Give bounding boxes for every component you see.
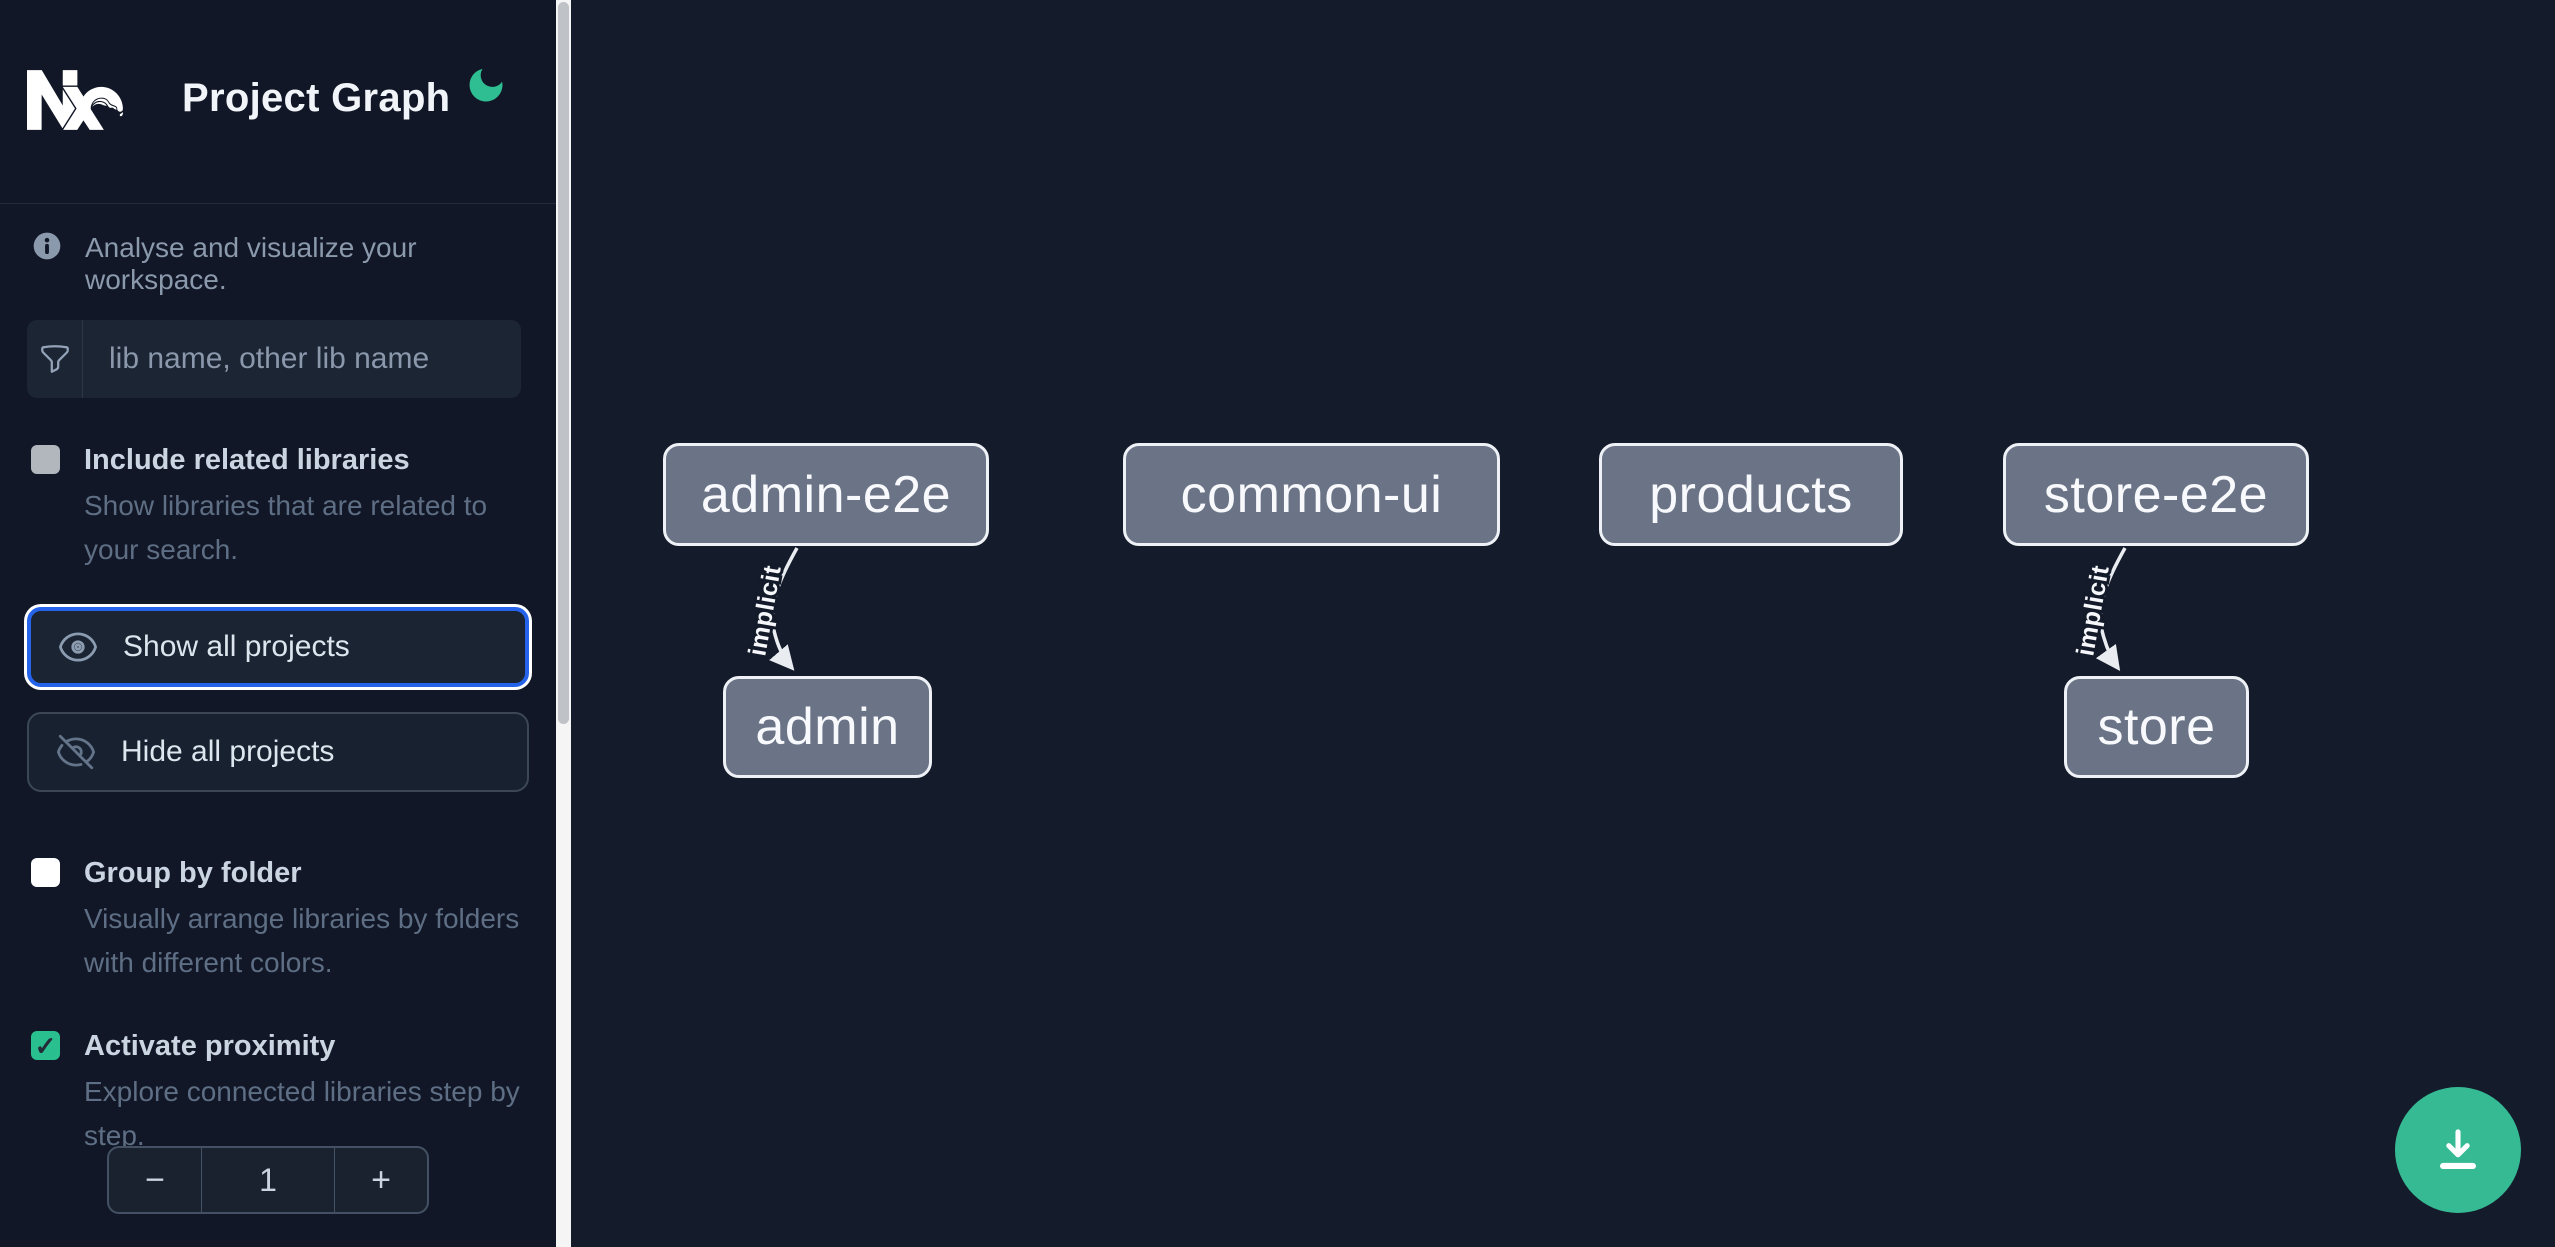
option-include-related: Include related libraries Show libraries… bbox=[31, 442, 531, 572]
graph-node-admin[interactable]: admin bbox=[723, 676, 932, 778]
show-all-projects-label: Show all projects bbox=[123, 630, 350, 663]
option-group-by-folder: Group by folder Visually arrange librari… bbox=[31, 855, 531, 985]
edge-store-e2e-store bbox=[2095, 547, 2127, 671]
include-related-checkbox[interactable] bbox=[31, 445, 60, 474]
show-all-projects-button[interactable]: Show all projects bbox=[27, 607, 529, 687]
option-label: Group by folder bbox=[84, 857, 302, 889]
nx-logo bbox=[27, 70, 124, 130]
funnel-icon bbox=[27, 320, 83, 398]
graph-node-products[interactable]: products bbox=[1599, 443, 1903, 546]
proximity-depth-stepper: − 1 + bbox=[107, 1146, 429, 1214]
edge-label-implicit: implicit bbox=[743, 563, 786, 658]
download-icon bbox=[2439, 1129, 2477, 1169]
sidebar: Project Graph Analyse and visualize your… bbox=[0, 0, 556, 1247]
filter-box bbox=[27, 320, 521, 398]
increment-button[interactable]: + bbox=[335, 1148, 427, 1212]
page-title: Project Graph bbox=[182, 76, 451, 120]
edge-label-implicit: implicit bbox=[2071, 563, 2114, 658]
option-label: Activate proximity bbox=[84, 1030, 336, 1062]
activate-proximity-checkbox[interactable]: ✓ bbox=[31, 1031, 60, 1060]
option-description: Visually arrange libraries by folders wi… bbox=[84, 903, 520, 978]
sidebar-scrollbar-thumb[interactable] bbox=[558, 2, 569, 724]
stepper-value: 1 bbox=[201, 1148, 335, 1212]
sidebar-scrollbar-track bbox=[556, 0, 571, 1247]
theme-toggle-button[interactable] bbox=[460, 60, 512, 112]
header-divider bbox=[0, 203, 556, 204]
intro-row: Analyse and visualize your workspace. bbox=[31, 230, 556, 296]
decrement-button[interactable]: − bbox=[109, 1148, 201, 1212]
option-activate-proximity: ✓ Activate proximity Explore connected l… bbox=[31, 1028, 531, 1158]
download-graph-button[interactable] bbox=[2395, 1087, 2521, 1213]
graph-node-admin-e2e[interactable]: admin-e2e bbox=[663, 443, 989, 546]
option-label: Include related libraries bbox=[84, 444, 410, 476]
edge-admin-e2e-admin bbox=[769, 547, 799, 671]
intro-text: Analyse and visualize your workspace. bbox=[85, 232, 417, 295]
graph-node-store[interactable]: store bbox=[2064, 676, 2249, 778]
option-description: Explore connected libraries step by step… bbox=[84, 1076, 520, 1151]
hide-all-projects-button[interactable]: Hide all projects bbox=[27, 712, 529, 792]
option-description: Show libraries that are related to your … bbox=[84, 490, 488, 565]
moon-icon bbox=[469, 68, 503, 101]
eye-slash-icon bbox=[56, 734, 96, 770]
info-icon bbox=[33, 232, 61, 260]
filter-input[interactable] bbox=[83, 320, 521, 398]
group-by-folder-checkbox[interactable] bbox=[31, 858, 60, 887]
eye-icon bbox=[59, 632, 97, 662]
hide-all-projects-label: Hide all projects bbox=[121, 735, 335, 768]
graph-node-common-ui[interactable]: common-ui bbox=[1123, 443, 1500, 546]
graph-node-store-e2e[interactable]: store-e2e bbox=[2003, 443, 2309, 546]
checkmark-icon: ✓ bbox=[34, 1030, 57, 1061]
